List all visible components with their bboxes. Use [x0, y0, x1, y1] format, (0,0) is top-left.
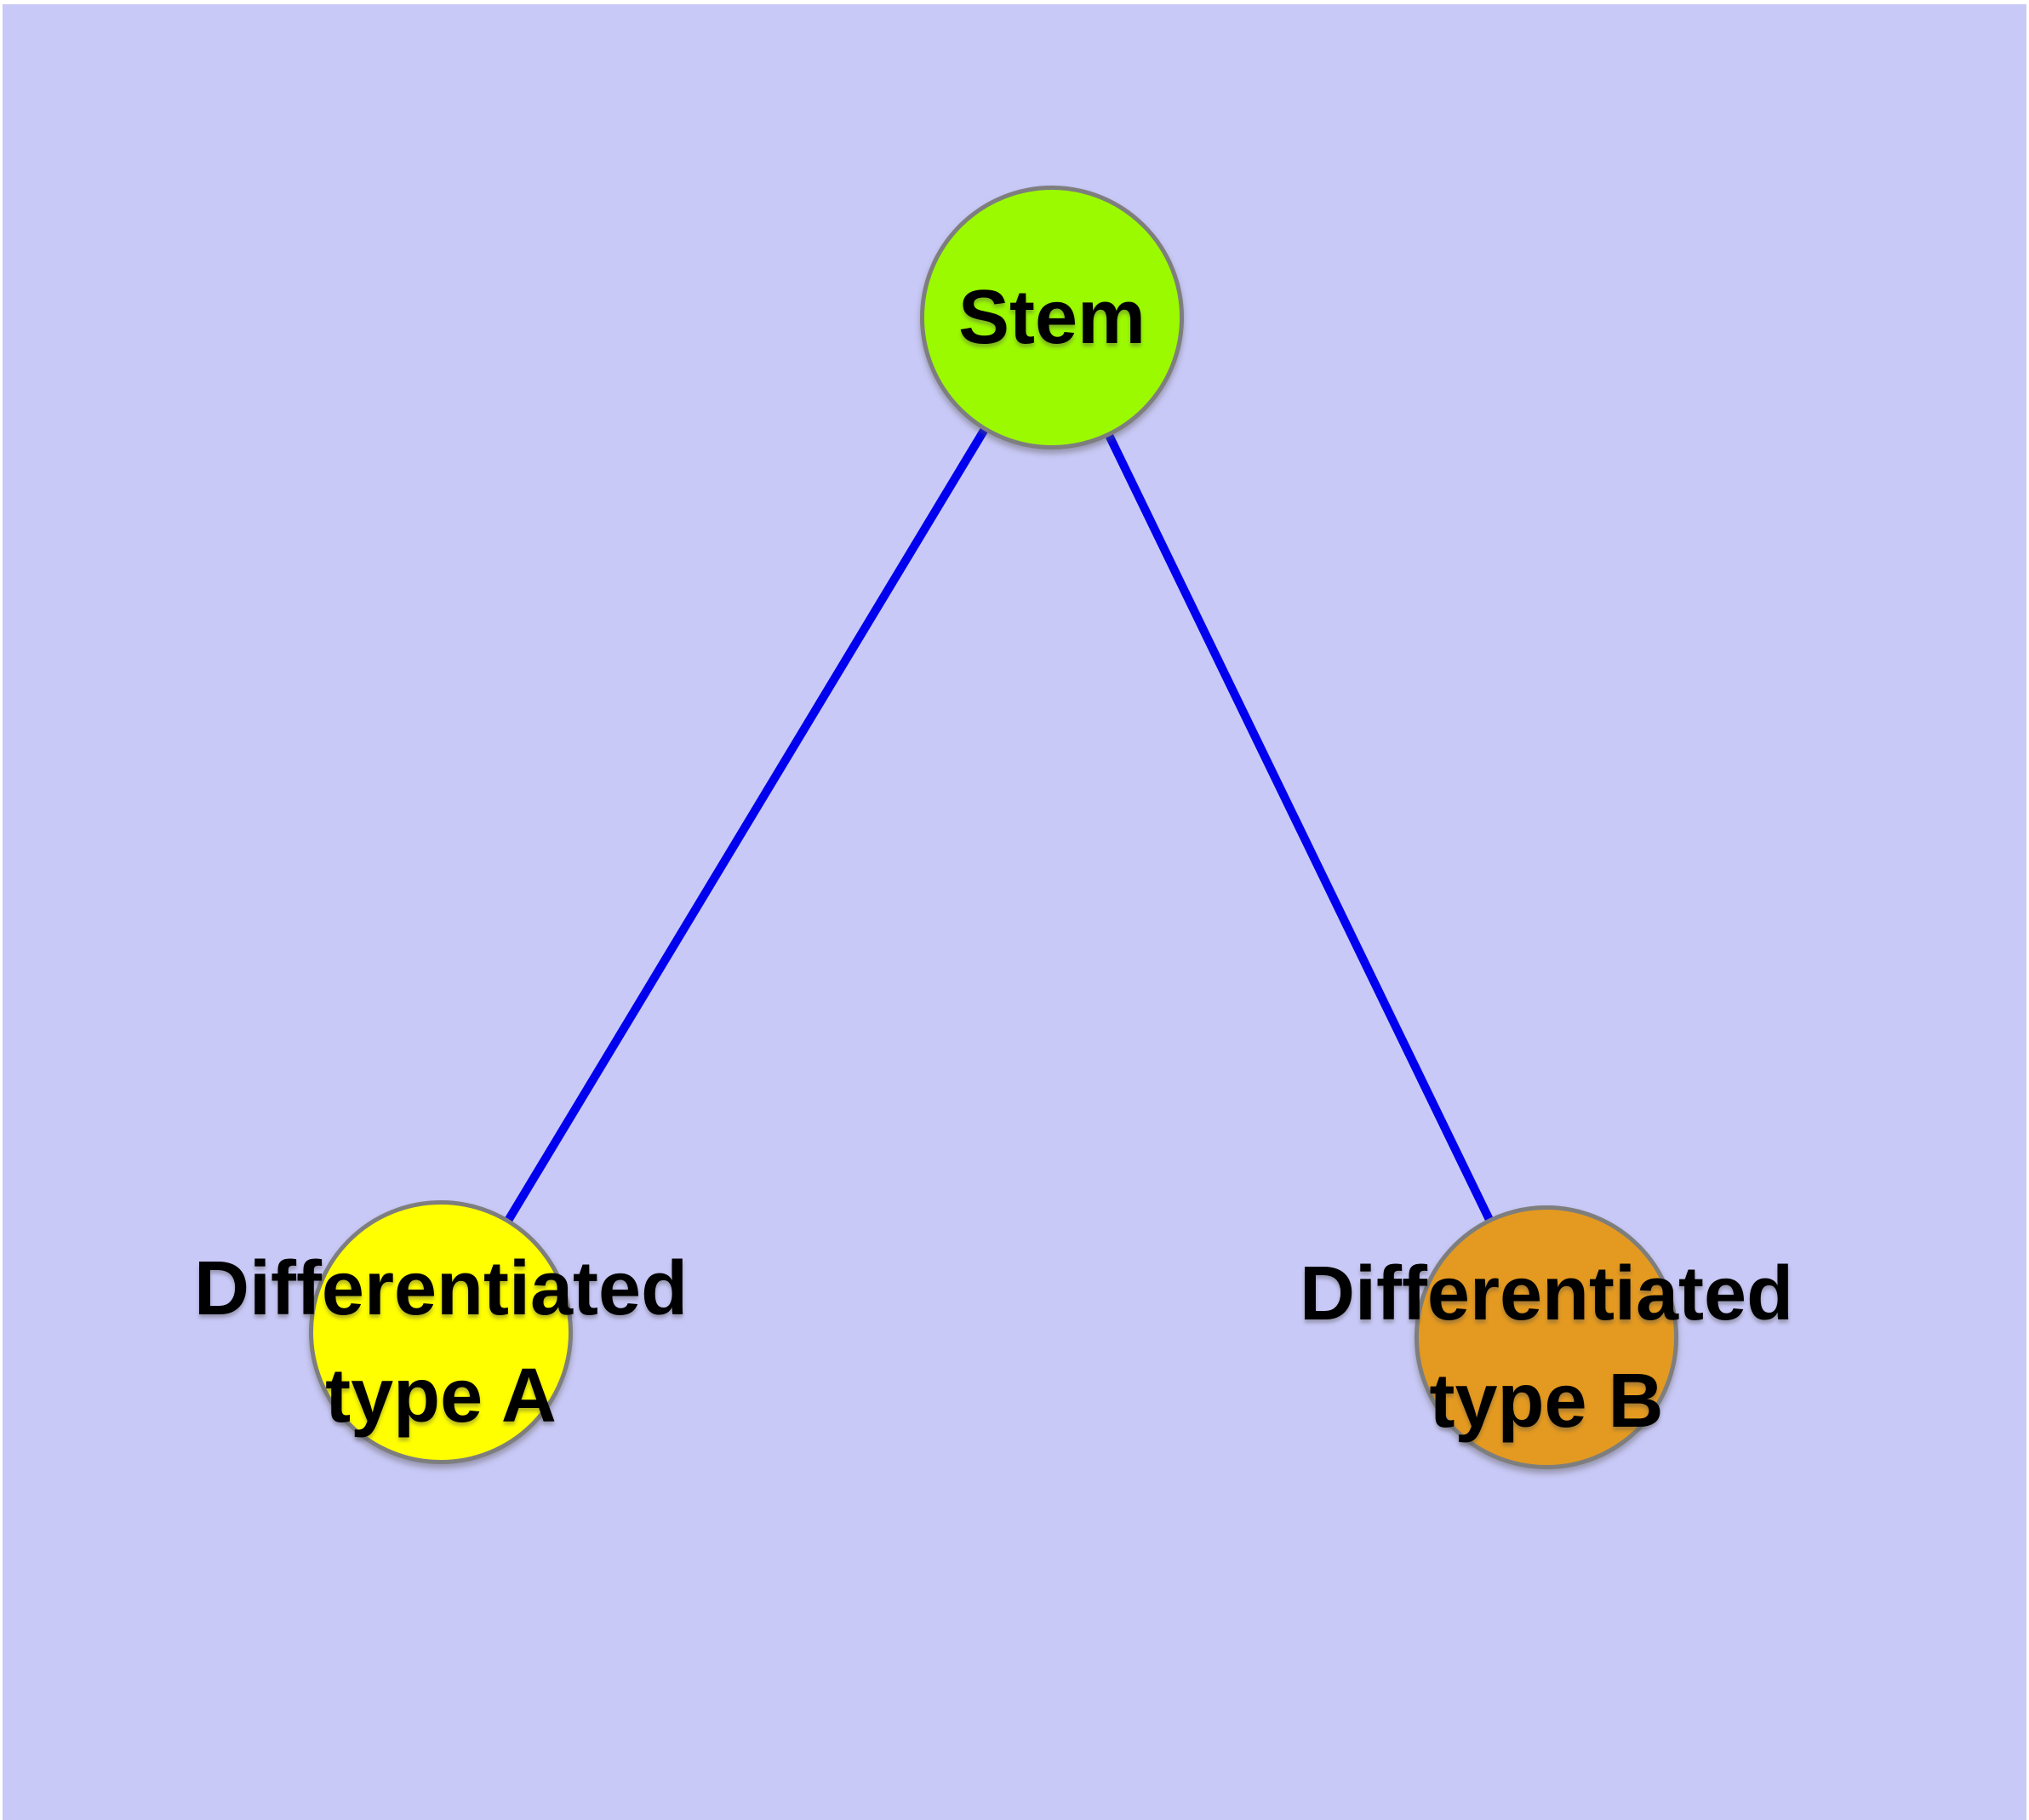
node-type-a-label-line1: Differentiated [193, 1246, 689, 1331]
node-type-b-label-line1: Differentiated [1299, 1251, 1794, 1336]
node-stem-label-text: Stem [957, 275, 1146, 360]
edge-stem-to-type-b [1048, 315, 1551, 1340]
node-type-b-label-line2: type B [1429, 1359, 1664, 1444]
node-type-b-label: Differentiated type B [1300, 1240, 1793, 1455]
node-stem: Stem [920, 186, 1184, 449]
node-stem-label: Stem [958, 264, 1146, 371]
node-differentiated-type-b: Differentiated type B [1300, 1205, 1793, 1469]
node-differentiated-type-a: Differentiated type A [194, 1200, 688, 1464]
edge-stem-to-type-a [437, 315, 1056, 1335]
node-type-a-label: Differentiated type A [194, 1235, 688, 1450]
node-type-a-label-line2: type A [325, 1354, 557, 1439]
